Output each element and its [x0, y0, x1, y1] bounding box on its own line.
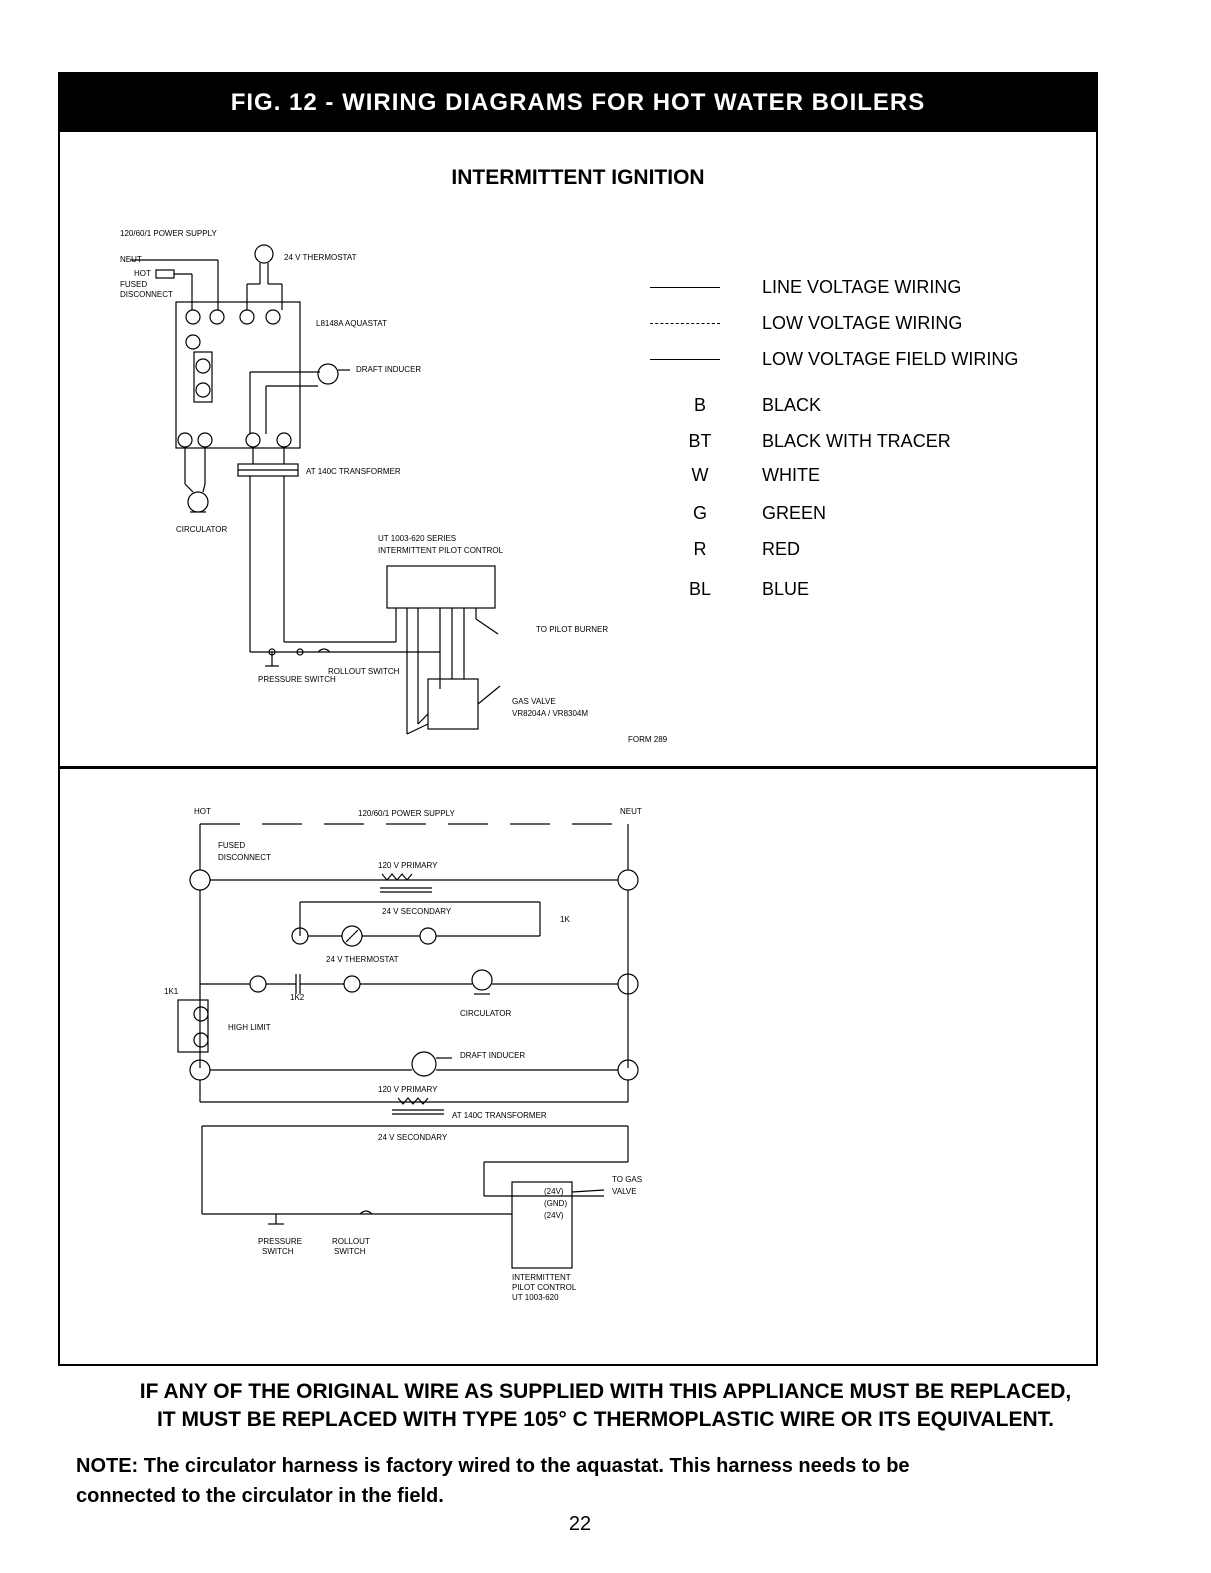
- top-control-series-label: UT 1003-620 SERIES: [378, 534, 456, 543]
- legend-color-code: R: [693, 538, 707, 559]
- bottom-wiring-diagram: HOT 120/60/1 POWER SUPPLY NEUT FUSED DIS…: [164, 807, 642, 1302]
- legend-color-name: BLACK: [762, 394, 822, 415]
- figure-title: FIG. 12 - WIRING DIAGRAMS FOR HOT WATER …: [60, 74, 1096, 132]
- legend-color-code: G: [692, 502, 707, 523]
- top-draft-inducer-label: DRAFT INDUCER: [356, 365, 421, 374]
- warning-line-2: IT MUST BE REPLACED WITH TYPE 105° C THE…: [156, 1408, 1055, 1431]
- legend-color-name: GREEN: [762, 502, 827, 523]
- bot-control-label-1: INTERMITTENT: [512, 1273, 571, 1282]
- legend-color-name: WHITE: [762, 464, 820, 485]
- top-form-label: FORM 289: [628, 735, 668, 744]
- legend-low-voltage-field-text: LOW VOLTAGE FIELD WIRING: [762, 348, 1019, 369]
- top-hot-label: HOT: [134, 269, 151, 278]
- bot-ctl-gnd: (GND): [544, 1199, 567, 1208]
- bot-transformer-label: AT 140C TRANSFORMER: [452, 1111, 547, 1120]
- legend-line-voltage-text: LINE VOLTAGE WIRING: [762, 276, 962, 297]
- bot-1k2-label: 1K2: [290, 993, 305, 1002]
- legend-color-code: BT: [688, 430, 712, 451]
- bot-draft-inducer-label: DRAFT INDUCER: [460, 1051, 525, 1060]
- legend-low-voltage-field-sample: [650, 359, 720, 360]
- top-power-supply-label: 120/60/1 POWER SUPPLY: [120, 229, 217, 238]
- bot-power-supply-label: 120/60/1 POWER SUPPLY: [358, 809, 455, 818]
- bot-rollout-label-2: SWITCH: [334, 1247, 366, 1256]
- legend-color-code: B: [693, 394, 706, 415]
- bot-primary-bottom-label: 120 V PRIMARY: [378, 1085, 438, 1094]
- top-thermostat-label: 24 V THERMOSTAT: [284, 253, 357, 262]
- note-line-2: connected to the circulator in the field…: [76, 1485, 444, 1507]
- bot-high-limit-label: HIGH LIMIT: [228, 1023, 271, 1032]
- legend-line-voltage-sample: [650, 287, 720, 288]
- bot-secondary-bottom-label: 24 V SECONDARY: [378, 1133, 448, 1142]
- legend-color-name: BLUE: [762, 578, 810, 599]
- bot-valve-label: VALVE: [612, 1187, 637, 1196]
- bot-rollout-label-1: ROLLOUT: [332, 1237, 370, 1246]
- warning-line-1: IF ANY OF THE ORIGINAL WIRE AS SUPPLIED …: [139, 1380, 1072, 1403]
- top-rollout-label: ROLLOUT SWITCH: [328, 667, 400, 676]
- top-gas-valve-label: GAS VALVE: [512, 697, 556, 706]
- bot-fused-label: FUSED: [218, 841, 245, 850]
- top-disconnect-label: DISCONNECT: [120, 290, 173, 299]
- bot-control-label-3: UT 1003-620: [512, 1293, 559, 1302]
- bot-primary-top-label: 120 V PRIMARY: [378, 861, 438, 870]
- top-transformer-label: AT 140C TRANSFORMER: [306, 467, 401, 476]
- bot-hot-label: HOT: [194, 807, 211, 816]
- section-title: INTERMITTENT IGNITION: [451, 166, 705, 189]
- bot-ctl-24v-a: (24V): [544, 1187, 564, 1196]
- bot-secondary-top-label: 24 V SECONDARY: [382, 907, 452, 916]
- top-circulator-label: CIRCULATOR: [176, 525, 227, 534]
- legend-color-code: W: [691, 464, 709, 485]
- legend-color-name: BLACK WITH TRACER: [762, 430, 951, 451]
- legend-low-voltage-sample: [650, 323, 720, 324]
- bot-1k-label: 1K: [560, 915, 570, 924]
- page-number: 22: [568, 1513, 592, 1535]
- note-line-1: NOTE: The circulator harness is factory …: [76, 1455, 910, 1477]
- bot-disconnect-label: DISCONNECT: [218, 853, 271, 862]
- legend-color-code: BL: [688, 578, 712, 599]
- top-wiring-diagram: 120/60/1 POWER SUPPLY NEUT HOT FUSED DIS…: [120, 229, 668, 744]
- top-pressure-switch-label: PRESSURE SWITCH: [258, 675, 336, 684]
- figure-frame: FIG. 12 - WIRING DIAGRAMS FOR HOT WATER …: [58, 72, 1098, 1366]
- top-aquastat-label: L8148A AQUASTAT: [316, 319, 387, 328]
- bot-neut-label: NEUT: [620, 807, 642, 816]
- section-divider: [60, 766, 1096, 769]
- bot-1k1-label: 1K1: [164, 987, 179, 996]
- bot-control-label-2: PILOT CONTROL: [512, 1283, 577, 1292]
- bot-thermostat-label: 24 V THERMOSTAT: [326, 955, 399, 964]
- top-neut-label: NEUT: [120, 255, 142, 264]
- bot-circulator-label: CIRCULATOR: [460, 1009, 511, 1018]
- bot-to-gas-label: TO GAS: [612, 1175, 642, 1184]
- top-to-pilot-label: TO PILOT BURNER: [536, 625, 608, 634]
- bot-pressure-label-2: SWITCH: [262, 1247, 294, 1256]
- legend-color-name: RED: [762, 538, 801, 559]
- legend-low-voltage-text: LOW VOLTAGE WIRING: [762, 312, 963, 333]
- top-gas-valve-model-label: VR8204A / VR8304M: [512, 709, 588, 718]
- bot-pressure-label-1: PRESSURE: [258, 1237, 302, 1246]
- top-control-name-label: INTERMITTENT PILOT CONTROL: [378, 546, 504, 555]
- top-fused-label: FUSED: [120, 280, 147, 289]
- bot-ctl-24v-b: (24V): [544, 1211, 564, 1220]
